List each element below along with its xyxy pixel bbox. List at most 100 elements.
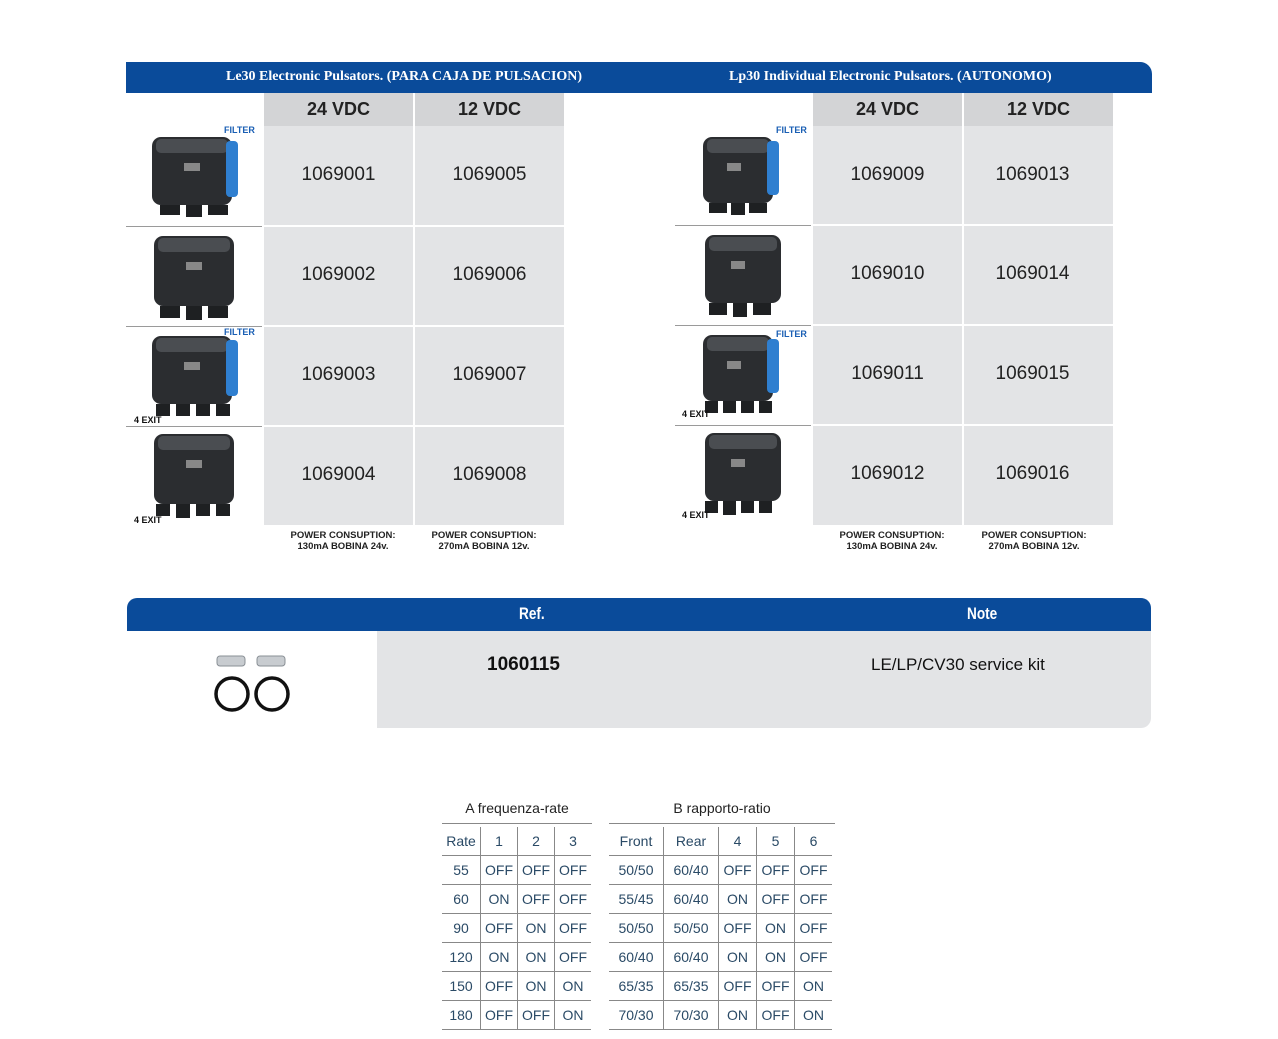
- table-cell: ON: [794, 971, 832, 1001]
- product-image-cell: [675, 225, 811, 323]
- ratio-header: Rear: [663, 827, 719, 856]
- power-line2: 270mA BOBINA 12v.: [988, 541, 1080, 552]
- filter-label: FILTER: [776, 329, 807, 339]
- power-line1: POWER CONSUPTION:: [290, 530, 396, 541]
- le30-col-header: 12 VDC: [415, 93, 564, 126]
- lp30-col-24v: [813, 93, 962, 525]
- product-image-cell: [126, 121, 262, 219]
- lp30-images-column: FILTER FILTER 4 EXIT 4 EXIT: [675, 93, 811, 525]
- product-image-cell: [126, 326, 262, 424]
- power-consumption-note: POWER CONSUPTION: 130mA BOBINA 24v.: [268, 530, 418, 552]
- rate-header: Rate: [442, 827, 481, 856]
- power-consumption-note: POWER CONSUPTION: 270mA BOBINA 12v.: [959, 530, 1109, 552]
- le30-col-header: 24 VDC: [264, 93, 413, 126]
- row-divider: [813, 424, 1113, 426]
- rate-table-topline: [442, 823, 592, 824]
- table-cell: OFF: [480, 1000, 518, 1030]
- row-divider: [264, 425, 564, 427]
- row-divider: [675, 425, 811, 426]
- code-cell: 1069007: [452, 364, 527, 385]
- table-cell: 60/40: [609, 942, 664, 972]
- pulsator-image: [154, 434, 234, 518]
- code-cell: 1069003: [301, 364, 376, 385]
- table-cell: ON: [554, 971, 591, 1001]
- row-divider: [126, 226, 262, 227]
- table-cell: OFF: [756, 1000, 795, 1030]
- note-header: Note: [967, 604, 998, 623]
- pulsator-image: [152, 336, 238, 416]
- ratio-table-caption: B rapporto-ratio: [673, 800, 771, 816]
- power-line1: POWER CONSUPTION:: [431, 530, 537, 541]
- table-cell: OFF: [794, 855, 832, 885]
- power-consumption-note: POWER CONSUPTION: 130mA BOBINA 24v.: [817, 530, 967, 552]
- row-divider: [675, 325, 811, 326]
- exit-label: 4 EXIT: [134, 415, 162, 425]
- code-cell: 1069005: [452, 164, 527, 185]
- exit-label: 4 EXIT: [682, 409, 710, 419]
- table-cell: OFF: [480, 913, 518, 943]
- table-cell: OFF: [718, 971, 757, 1001]
- rate-header: 1: [480, 827, 518, 856]
- table-cell: OFF: [554, 884, 591, 914]
- pulsator-image: [705, 235, 781, 317]
- pulsator-image: [705, 433, 781, 515]
- power-line1: POWER CONSUPTION:: [981, 530, 1087, 541]
- table-cell: OFF: [517, 855, 555, 885]
- row-divider: [813, 224, 1113, 226]
- table-cell: OFF: [554, 942, 591, 972]
- lp30-header-title: Lp30 Individual Electronic Pulsators. (A…: [729, 69, 1052, 84]
- table-cell: 65/35: [663, 971, 719, 1001]
- table-cell: 50/50: [663, 913, 719, 943]
- code-cell: 1069001: [301, 164, 376, 185]
- table-cell: OFF: [756, 971, 795, 1001]
- table-cell: OFF: [794, 913, 832, 943]
- ratio-header: 4: [718, 827, 757, 856]
- exit-label: 4 EXIT: [134, 515, 162, 525]
- code-cell: 1069013: [995, 164, 1070, 185]
- table-cell: 120: [442, 942, 481, 972]
- table-cell: 55: [442, 855, 481, 885]
- table-cell: 50/50: [609, 913, 664, 943]
- ratio-header: Front: [609, 827, 664, 856]
- table-cell: OFF: [480, 971, 518, 1001]
- service-kit-header-bar: Ref. Note: [127, 598, 1151, 631]
- exit-label: 4 EXIT: [682, 510, 710, 520]
- row-divider: [813, 324, 1113, 326]
- table-cell: 65/35: [609, 971, 664, 1001]
- code-cell: 1069004: [301, 464, 376, 485]
- table-cell: 150: [442, 971, 481, 1001]
- code-cell: 1069015: [995, 363, 1070, 384]
- power-line2: 130mA BOBINA 24v.: [297, 541, 389, 552]
- rate-header: 3: [554, 827, 591, 856]
- table-cell: OFF: [756, 884, 795, 914]
- pulsator-image: [703, 137, 779, 215]
- table-cell: 70/30: [609, 1000, 664, 1030]
- table-cell: ON: [517, 913, 555, 943]
- pulsators-header-bar: Le30 Electronic Pulsators. (PARA CAJA DE…: [126, 62, 1152, 93]
- service-kit-image: [214, 655, 290, 712]
- table-cell: ON: [554, 1000, 591, 1030]
- table-cell: OFF: [480, 855, 518, 885]
- table-cell: 60/40: [663, 942, 719, 972]
- service-kit-note: LE/LP/CV30 service kit: [871, 655, 1045, 674]
- lp30-col-12v: [964, 93, 1113, 525]
- le30-col-12v: [415, 93, 564, 525]
- table-cell: 70/30: [663, 1000, 719, 1030]
- table-cell: ON: [517, 971, 555, 1001]
- table-cell: OFF: [554, 855, 591, 885]
- ratio-header: 5: [756, 827, 795, 856]
- ratio-header: 6: [794, 827, 832, 856]
- table-cell: OFF: [756, 855, 795, 885]
- table-cell: ON: [794, 1000, 832, 1030]
- code-cell: 1069002: [301, 264, 376, 285]
- code-cell: 1069010: [850, 263, 925, 284]
- table-cell: OFF: [794, 884, 832, 914]
- table-cell: 55/45: [609, 884, 664, 914]
